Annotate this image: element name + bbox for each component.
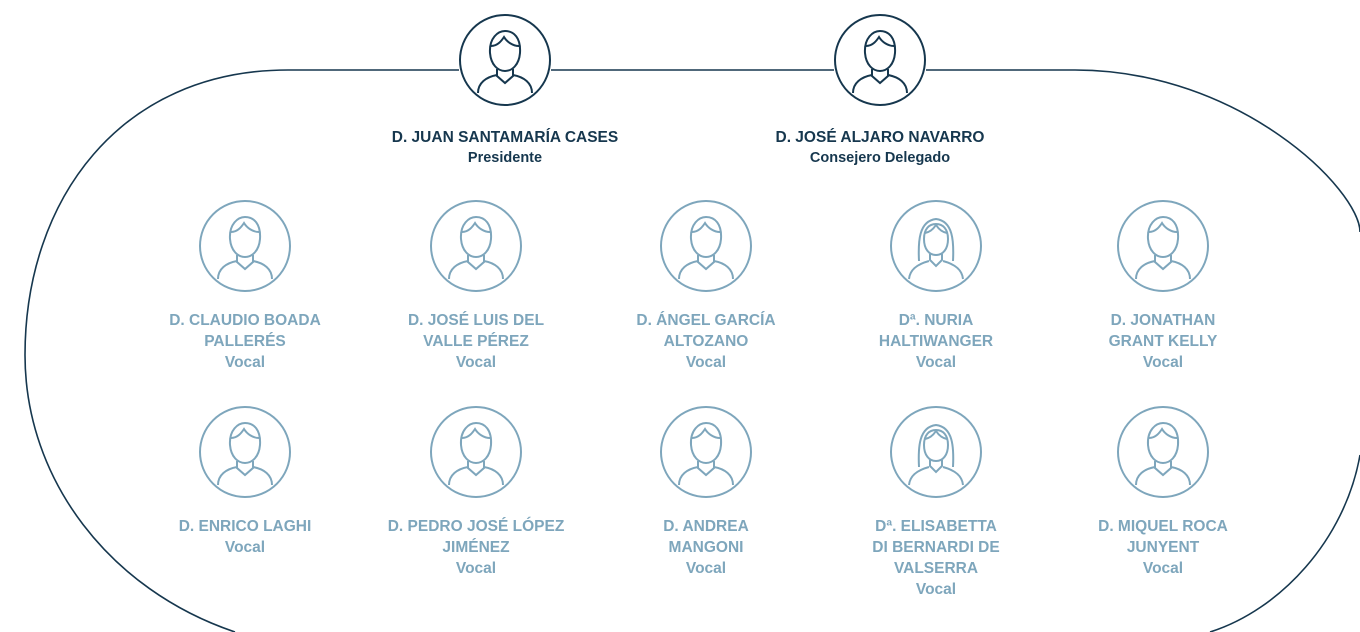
member-card: Dª. NURIA HALTIWANGER Vocal [826, 199, 1046, 373]
man-icon [660, 406, 752, 498]
member-card: D. ANDREA MANGONI Vocal [596, 405, 816, 579]
leader-role: Presidente [467, 150, 543, 166]
member-card: D. CLAUDIO BOADA PALLERÉS Vocal [135, 199, 355, 373]
man-icon [199, 200, 291, 292]
woman-icon [890, 406, 982, 498]
member-name: D. ENRICO LAGHI [178, 518, 312, 535]
leader-role: Consejero Delegado [809, 150, 951, 166]
member-name: D. MIQUEL ROCA JUNYENT [1098, 518, 1228, 556]
member-role: Vocal [915, 581, 957, 598]
leader-name: D. JUAN SANTAMARÍA CASES [391, 129, 619, 146]
member-role: Vocal [224, 539, 266, 556]
member-role: Vocal [915, 354, 957, 371]
member-role: Vocal [685, 560, 727, 577]
member-card: Dª. ELISABETTA DI BERNARDI DE VALSERRA V… [826, 405, 1046, 600]
member-role: Vocal [1142, 560, 1184, 577]
member-card: D. ÁNGEL GARCÍA ALTOZANO Vocal [596, 199, 816, 373]
member-card: D. ENRICO LAGHI Vocal [135, 405, 355, 558]
member-name: D. JONATHAN GRANT KELLY [1108, 312, 1218, 350]
member-role: Vocal [455, 560, 497, 577]
outline-left-arc [24, 69, 289, 632]
man-icon [1117, 406, 1209, 498]
member-name: Dª. ELISABETTA DI BERNARDI DE VALSERRA [872, 518, 1000, 577]
man-icon [1117, 200, 1209, 292]
member-card: D. PEDRO JOSÉ LÓPEZ JIMÉNEZ Vocal [366, 405, 586, 579]
woman-icon [890, 200, 982, 292]
leader-president: D. JUAN SANTAMARÍA CASES Presidente [355, 13, 655, 168]
member-card: D. JONATHAN GRANT KELLY Vocal [1053, 199, 1273, 373]
member-role: Vocal [1142, 354, 1184, 371]
member-name: D. ÁNGEL GARCÍA ALTOZANO [636, 312, 776, 350]
member-name: D. ANDREA MANGONI [663, 518, 749, 556]
member-role: Vocal [224, 354, 266, 371]
member-name: D. JOSÉ LUIS DEL VALLE PÉREZ [407, 312, 545, 350]
member-role: Vocal [685, 354, 727, 371]
man-icon [660, 200, 752, 292]
member-role: Vocal [455, 354, 497, 371]
member-card: D. MIQUEL ROCA JUNYENT Vocal [1053, 405, 1273, 579]
member-name: Dª. NURIA HALTIWANGER [878, 312, 994, 350]
leader-name: D. JOSÉ ALJARO NAVARRO [775, 129, 985, 146]
man-icon [834, 14, 926, 106]
man-icon [430, 406, 522, 498]
member-card: D. JOSÉ LUIS DEL VALLE PÉREZ Vocal [366, 199, 586, 373]
man-icon [199, 406, 291, 498]
leader-ceo: D. JOSÉ ALJARO NAVARRO Consejero Delegad… [730, 13, 1030, 168]
man-icon [459, 14, 551, 106]
outline-right-arc [1074, 69, 1360, 632]
member-name: D. CLAUDIO BOADA PALLERÉS [169, 312, 321, 350]
member-name: D. PEDRO JOSÉ LÓPEZ JIMÉNEZ [387, 518, 565, 556]
man-icon [430, 200, 522, 292]
